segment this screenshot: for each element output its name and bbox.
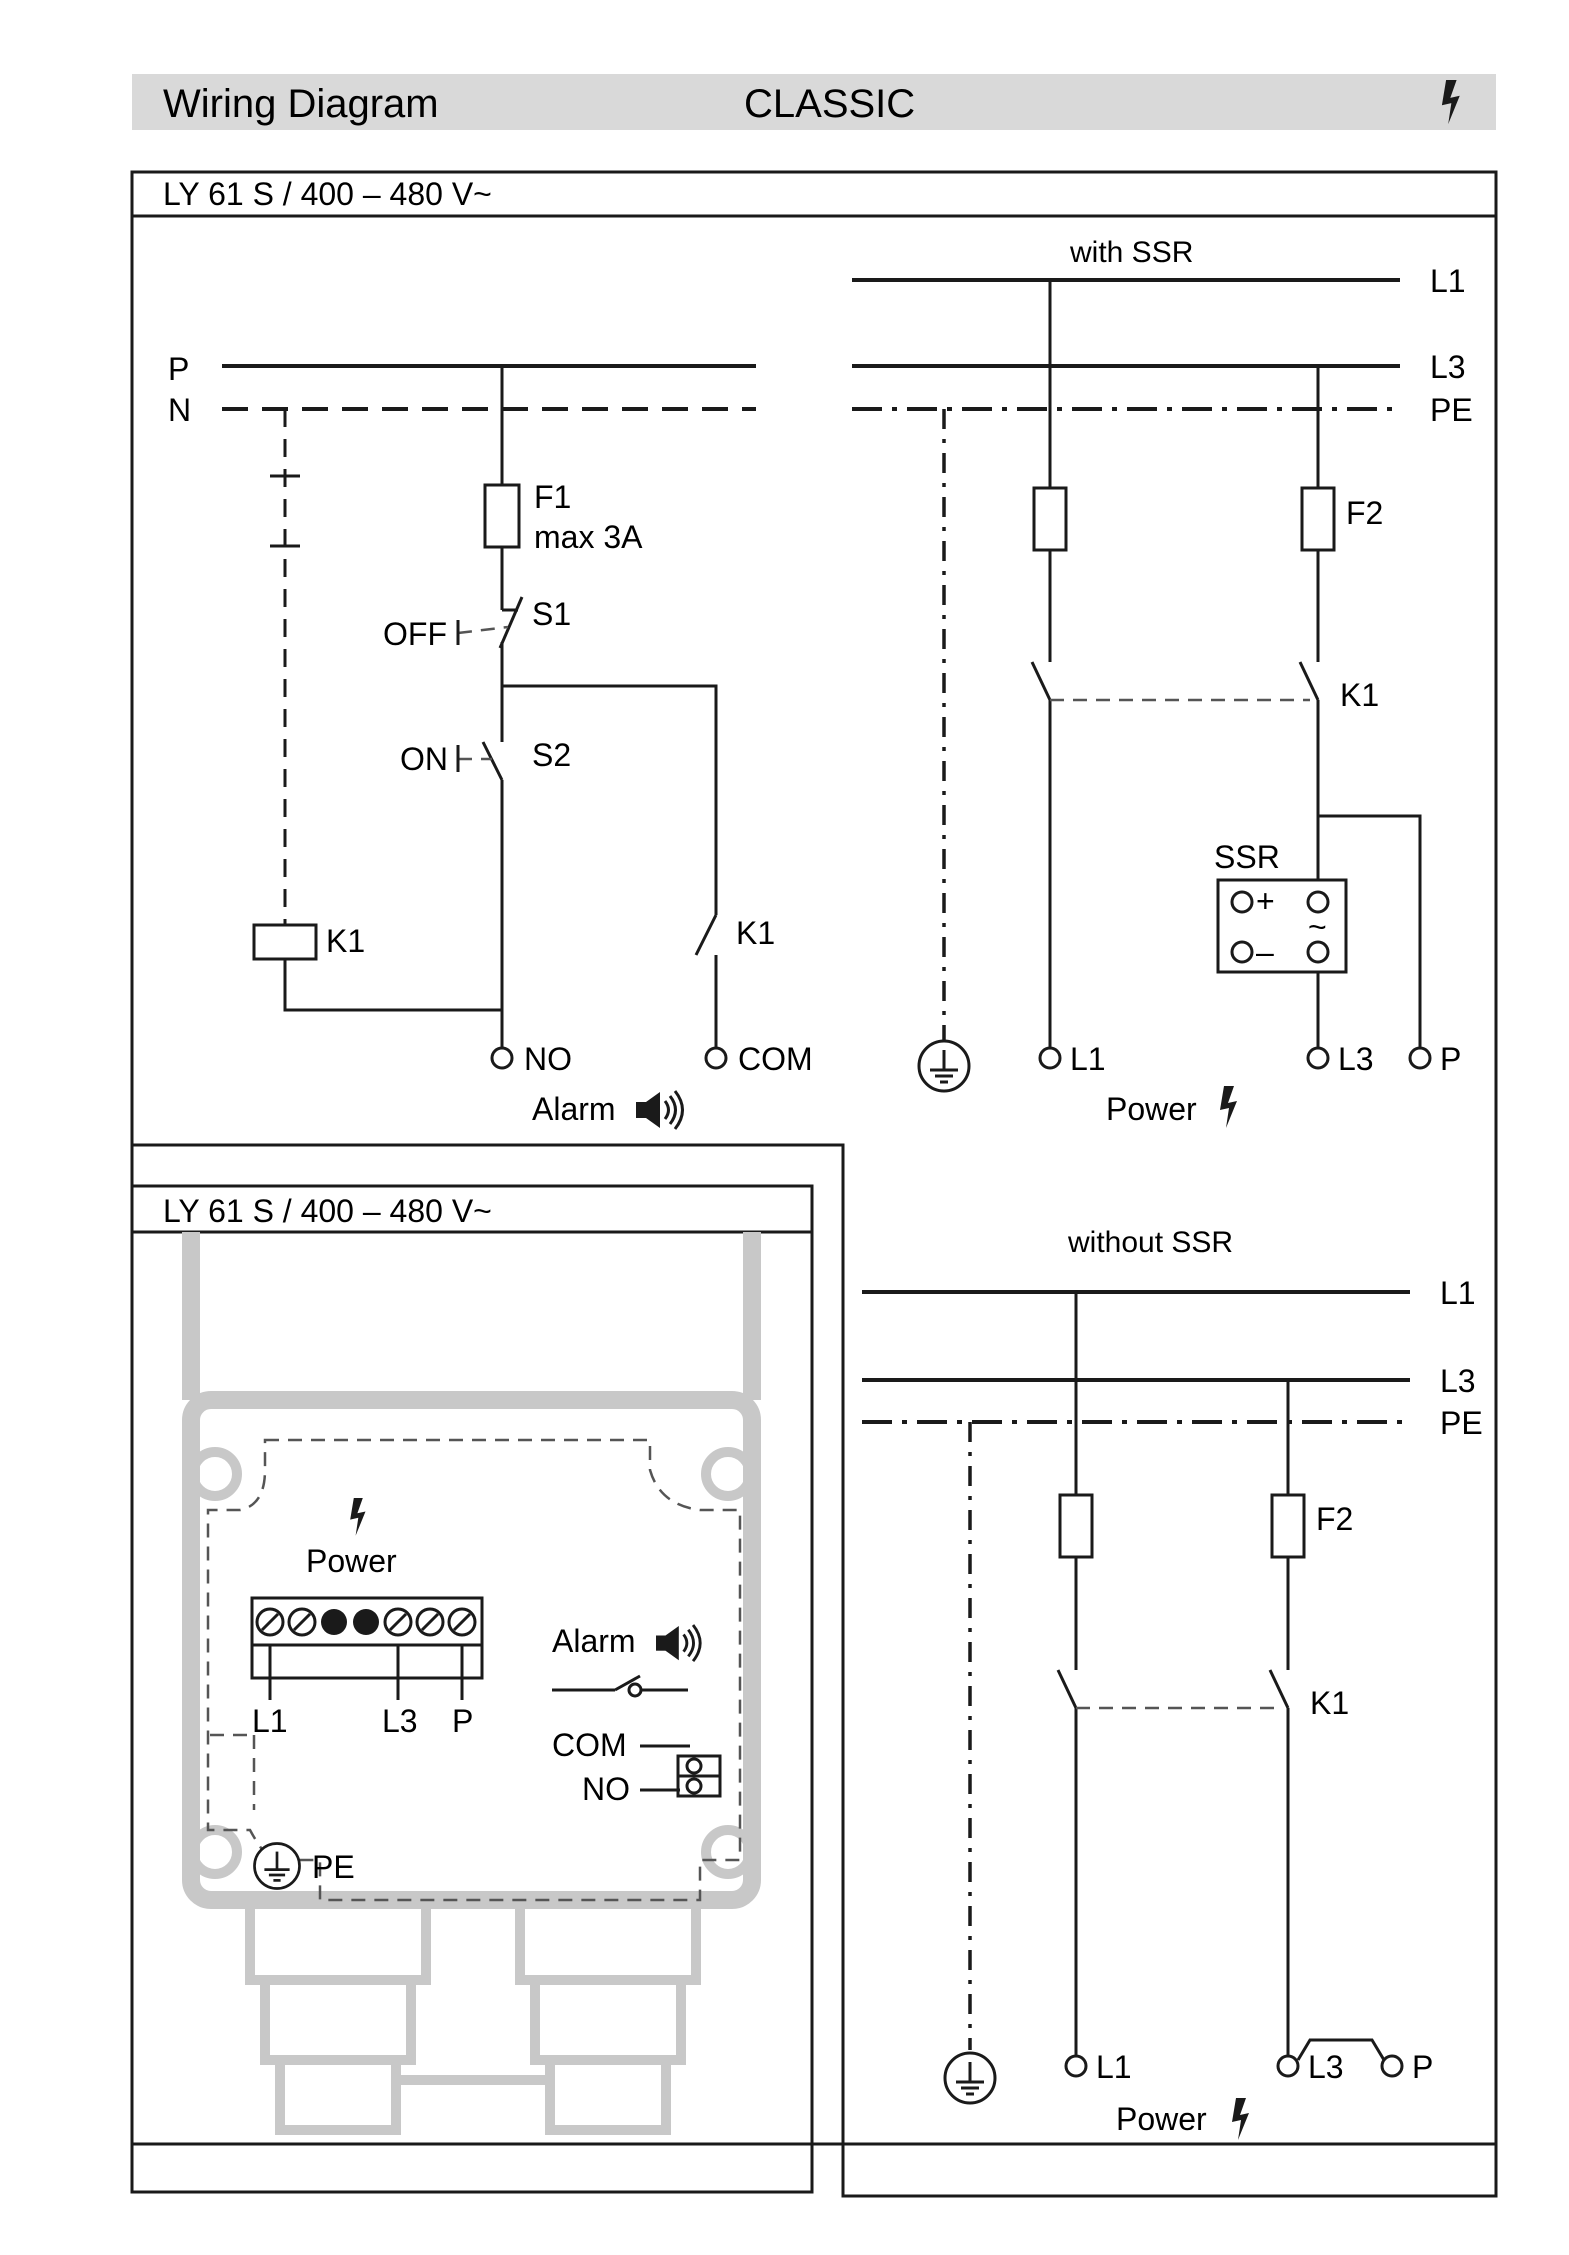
switch-off-label: OFF bbox=[383, 616, 447, 652]
ssr-ac: ~ bbox=[1308, 909, 1327, 945]
rail-p-label: P bbox=[168, 351, 189, 387]
contactor-k1-label-2: K1 bbox=[1310, 1685, 1349, 1721]
terminal-l1 bbox=[1038, 1046, 1062, 1070]
ssr-minus: – bbox=[1256, 934, 1274, 970]
housing-terminal-l3: L3 bbox=[382, 1703, 418, 1739]
line-pe-label-2: PE bbox=[1440, 1405, 1483, 1441]
power-without-ssr: without SSR L1 L3 PE L1 F2 K1 L3 P Power bbox=[862, 1226, 1483, 2140]
alarm-circuit: P N K1 F1 max 3A OFF S1 ON bbox=[168, 351, 813, 1131]
fuse-f1-rating: max 3A bbox=[534, 519, 643, 555]
without-ssr-heading: without SSR bbox=[1067, 1226, 1233, 1259]
power-with-ssr: with SSR L1 L3 PE L1 F2 K1 SSR bbox=[852, 236, 1473, 1128]
fuse-l1 bbox=[1032, 486, 1068, 552]
lightning-icon bbox=[1220, 1086, 1237, 1128]
with-ssr-heading: with SSR bbox=[1069, 236, 1193, 269]
terminal-no-label: NO bbox=[524, 1041, 572, 1077]
housing-com-label: COM bbox=[552, 1727, 627, 1763]
housing-pe-label: PE bbox=[312, 1849, 355, 1885]
switch-on-label: ON bbox=[400, 741, 448, 777]
bottom-panel-model: LY 61 S / 400 – 480 V~ bbox=[163, 1193, 492, 1229]
terminal-l3 bbox=[1306, 1046, 1330, 1070]
fuse-f2-label: F2 bbox=[1346, 495, 1383, 531]
housing-terminal-p: P bbox=[452, 1703, 473, 1739]
bottom-left-panel-frame bbox=[130, 1184, 814, 2194]
speaker-icon bbox=[634, 1089, 684, 1131]
fuse-f1 bbox=[483, 483, 521, 549]
ssr-module bbox=[1216, 878, 1348, 974]
ssr-plus: + bbox=[1256, 883, 1275, 919]
terminal-l1-2 bbox=[1064, 2054, 1088, 2078]
switch-s1-label: S1 bbox=[532, 596, 571, 632]
terminal-p bbox=[1408, 1046, 1432, 1070]
housing-no-label: NO bbox=[582, 1771, 630, 1807]
line-l3-label: L3 bbox=[1430, 349, 1466, 385]
relay-coil bbox=[252, 923, 318, 961]
terminal-com bbox=[704, 1046, 728, 1070]
power-terminal-block bbox=[250, 1596, 484, 1680]
relay-coil-label: K1 bbox=[326, 923, 365, 959]
relay-contact-label: K1 bbox=[736, 915, 775, 951]
terminal-p-label: P bbox=[1440, 1041, 1461, 1077]
terminal-l3-label-2: L3 bbox=[1308, 2049, 1344, 2085]
rail-n-label: N bbox=[168, 392, 191, 428]
lightning-icon bbox=[1232, 2098, 1249, 2140]
terminal-l1-label-2: L1 bbox=[1096, 2049, 1132, 2085]
terminal-l3-label: L3 bbox=[1338, 1041, 1374, 1077]
terminal-p-2 bbox=[1380, 2054, 1404, 2078]
top-panel-frame bbox=[130, 170, 1498, 2146]
terminal-no bbox=[490, 1046, 514, 1070]
header-bar bbox=[132, 74, 1496, 130]
housing-power-label: Power bbox=[306, 1543, 397, 1579]
ground-icon bbox=[253, 1842, 301, 1890]
fuse-f1-label: F1 bbox=[534, 479, 571, 515]
terminal-com-label: COM bbox=[738, 1041, 813, 1077]
ssr-label: SSR bbox=[1214, 839, 1280, 875]
ground-icon bbox=[917, 1039, 971, 1093]
header-title: Wiring Diagram bbox=[163, 82, 439, 126]
line-l1-label-2: L1 bbox=[1440, 1275, 1476, 1311]
housing-terminal-l1: L1 bbox=[252, 1703, 288, 1739]
power-caption-no-ssr: Power bbox=[1116, 2101, 1207, 2137]
fuse-f2 bbox=[1300, 486, 1336, 552]
terminal-l1-label: L1 bbox=[1070, 1041, 1106, 1077]
speaker-icon bbox=[654, 1623, 702, 1663]
line-l1-label: L1 bbox=[1430, 263, 1466, 299]
top-panel-model: LY 61 S / 400 – 480 V~ bbox=[163, 176, 492, 212]
terminal-p-label-2: P bbox=[1412, 2049, 1433, 2085]
terminal-l3-2 bbox=[1276, 2054, 1300, 2078]
switch-s2-label: S2 bbox=[532, 737, 571, 773]
housing-drawing: Power L1 L3 P PE Alarm COM NO bbox=[182, 1232, 761, 2135]
contactor-k1-label: K1 bbox=[1340, 677, 1379, 713]
alarm-caption: Alarm bbox=[532, 1091, 616, 1127]
header-center: CLASSIC bbox=[744, 82, 915, 126]
line-pe-label: PE bbox=[1430, 392, 1473, 428]
power-caption-ssr: Power bbox=[1106, 1091, 1197, 1127]
ground-icon bbox=[943, 2051, 997, 2105]
housing-alarm-label: Alarm bbox=[552, 1623, 636, 1659]
terminal-screws bbox=[255, 1607, 477, 1637]
line-l3-label-2: L3 bbox=[1440, 1363, 1476, 1399]
fuse-f2-label-2: F2 bbox=[1316, 1501, 1353, 1537]
lightning-icon bbox=[350, 1498, 366, 1536]
